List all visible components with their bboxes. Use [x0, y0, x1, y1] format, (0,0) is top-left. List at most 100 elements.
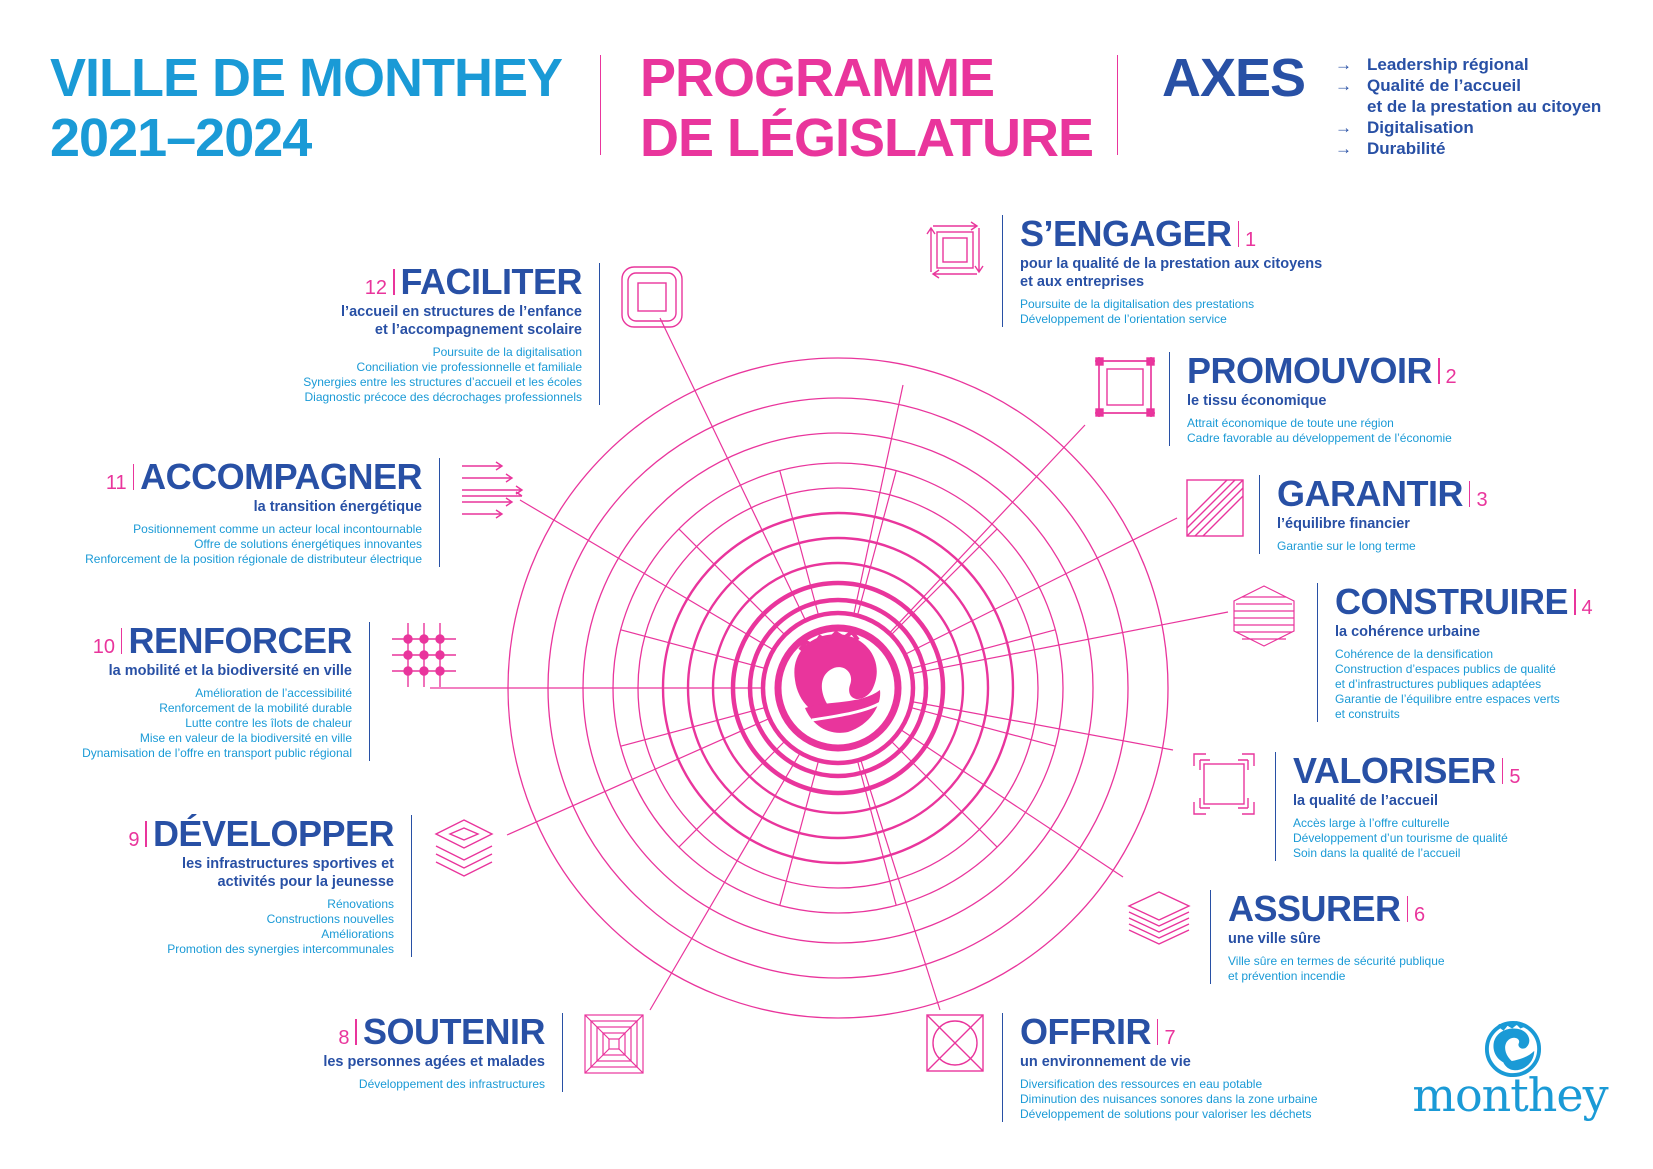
item-number: 4	[1581, 597, 1593, 619]
item-subtitle: un environnement de vie	[1020, 1054, 1191, 1070]
item-title: SOUTENIR	[362, 1011, 546, 1052]
item-title: DÉVELOPPER	[152, 813, 395, 854]
program-line-1: PROGRAMME	[640, 48, 995, 108]
item-title: OFFRIR	[1020, 1011, 1151, 1052]
item-title: RENFORCER	[128, 620, 352, 661]
city-title: VILLE DE MONTHEY 2021–2024	[50, 48, 563, 168]
item-number: 12	[364, 277, 387, 299]
item-number: 3	[1476, 489, 1488, 511]
wheel-ring	[686, 536, 990, 840]
wheel-ring	[547, 397, 1129, 979]
monthey-wordmark: monthey	[1412, 1068, 1608, 1122]
item-number: 6	[1414, 904, 1426, 926]
item-title: VALORISER	[1293, 750, 1496, 791]
item-faciliter: 12 FACILITER l’accueil en structures de l…	[0, 261, 600, 405]
item-number: 2	[1445, 366, 1457, 388]
axes-item: →Leadership régional	[1335, 55, 1529, 74]
item-subtitle: le tissu économique	[1187, 393, 1327, 409]
program-title: PROGRAMME DE LÉGISLATURE	[640, 48, 1094, 168]
wheel-spoke	[519, 499, 774, 651]
item-subtitle: la qualité de l’accueil	[1293, 793, 1439, 809]
item-bullets: Positionnement comme un acteur local inc…	[85, 522, 422, 566]
item-number: 1	[1245, 229, 1257, 251]
city-line-1: VILLE DE MONTHEY	[50, 48, 563, 108]
wheel-spoke	[506, 717, 770, 836]
grid-dots-icon	[392, 623, 456, 687]
wheel-ring	[637, 487, 1039, 889]
item-number: 8	[338, 1027, 350, 1049]
wave-emblem-icon	[774, 624, 902, 752]
item-subtitle: la transition énergétique	[253, 499, 422, 515]
item-title: ASSURER	[1228, 888, 1401, 929]
rotate-arrows-icon	[926, 221, 984, 279]
wheel-ring	[747, 597, 929, 779]
wheel-ring	[730, 580, 946, 796]
item-number: 9	[128, 829, 140, 851]
item-offrir: OFFRIR 7 un environnement de vie Diversif…	[1002, 1011, 1580, 1122]
wheel-ring	[760, 610, 916, 766]
diagonal-square-icon	[1186, 479, 1244, 537]
wheel-spoke	[860, 759, 941, 1011]
wheel-spoke	[888, 424, 1086, 634]
item-construire: CONSTRUIRE 4 la cohérence urbaine Cohéren…	[1317, 581, 1635, 722]
network-square-icon	[1095, 357, 1155, 417]
axes-item: →Digitalisation	[1335, 118, 1474, 137]
wheel-ring	[661, 511, 1015, 865]
framed-square-icon	[1193, 753, 1255, 815]
header-divider-1	[600, 55, 601, 155]
arrow-right-icon: →	[1335, 139, 1352, 158]
arrow-right-icon: →	[1335, 118, 1352, 137]
arrow-right-icon: →	[1335, 76, 1352, 95]
item-sengager: S’ENGAGER 1 pour la qualité de la prestat…	[1002, 213, 1580, 327]
wheel-spoke	[659, 317, 807, 621]
item-subtitle: une ville sûre	[1228, 931, 1321, 947]
item-title: PROMOUVOIR	[1187, 350, 1433, 391]
item-bullets: Ville sûre en termes de sécurité publiqu…	[1228, 954, 1445, 983]
item-title: ACCOMPAGNER	[140, 456, 422, 497]
axes-item: →Durabilité	[1335, 139, 1446, 158]
item-subtitle: l’équilibre financier	[1277, 516, 1410, 532]
wheel-spoke	[853, 384, 904, 615]
item-title: S’ENGAGER	[1020, 213, 1232, 254]
item-subtitle: les personnes agées et malades	[323, 1054, 545, 1070]
stacked-diamonds-icon	[434, 819, 494, 877]
item-soutenir: 8 SOUTENIR les personnes agées et malades…	[0, 1011, 563, 1092]
item-assurer: ASSURER 6 une ville sûre Ville sûre en te…	[1210, 888, 1653, 984]
item-number: 7	[1164, 1027, 1176, 1049]
rounded-squares-icon	[621, 266, 683, 328]
axes-title: AXES	[1162, 48, 1306, 108]
arrows-right-icon	[462, 461, 524, 519]
wheel-spoke	[911, 701, 1174, 751]
item-bullets: Développement des infrastructures	[358, 1077, 545, 1091]
item-bullets: Poursuite de la digitalisation des prest…	[1020, 297, 1255, 326]
item-title: GARANTIR	[1277, 473, 1463, 514]
item-developper: 9 DÉVELOPPER les infrastructures sportive…	[0, 813, 412, 957]
item-number: 10	[92, 636, 115, 658]
item-title: FACILITER	[400, 261, 583, 302]
item-bullets: Garantie sur le long terme	[1277, 539, 1416, 553]
item-title: CONSTRUIRE	[1335, 581, 1569, 622]
concentric-squares-icon	[584, 1014, 644, 1074]
wheel-spoke	[911, 611, 1229, 675]
monthey-logo: monthey	[1410, 1020, 1610, 1130]
monthey-wave-logo-icon	[1484, 1020, 1542, 1078]
item-bullets: Diversification des ressources en eau po…	[1020, 1077, 1318, 1121]
item-subtitle: la cohérence urbaine	[1335, 624, 1481, 640]
hexagon-lines-icon	[1233, 585, 1295, 647]
item-subtitle: pour la qualité de la prestation aux cit…	[1020, 256, 1323, 290]
arrow-right-icon: →	[1335, 55, 1352, 74]
circle-in-square-icon	[926, 1014, 984, 1072]
